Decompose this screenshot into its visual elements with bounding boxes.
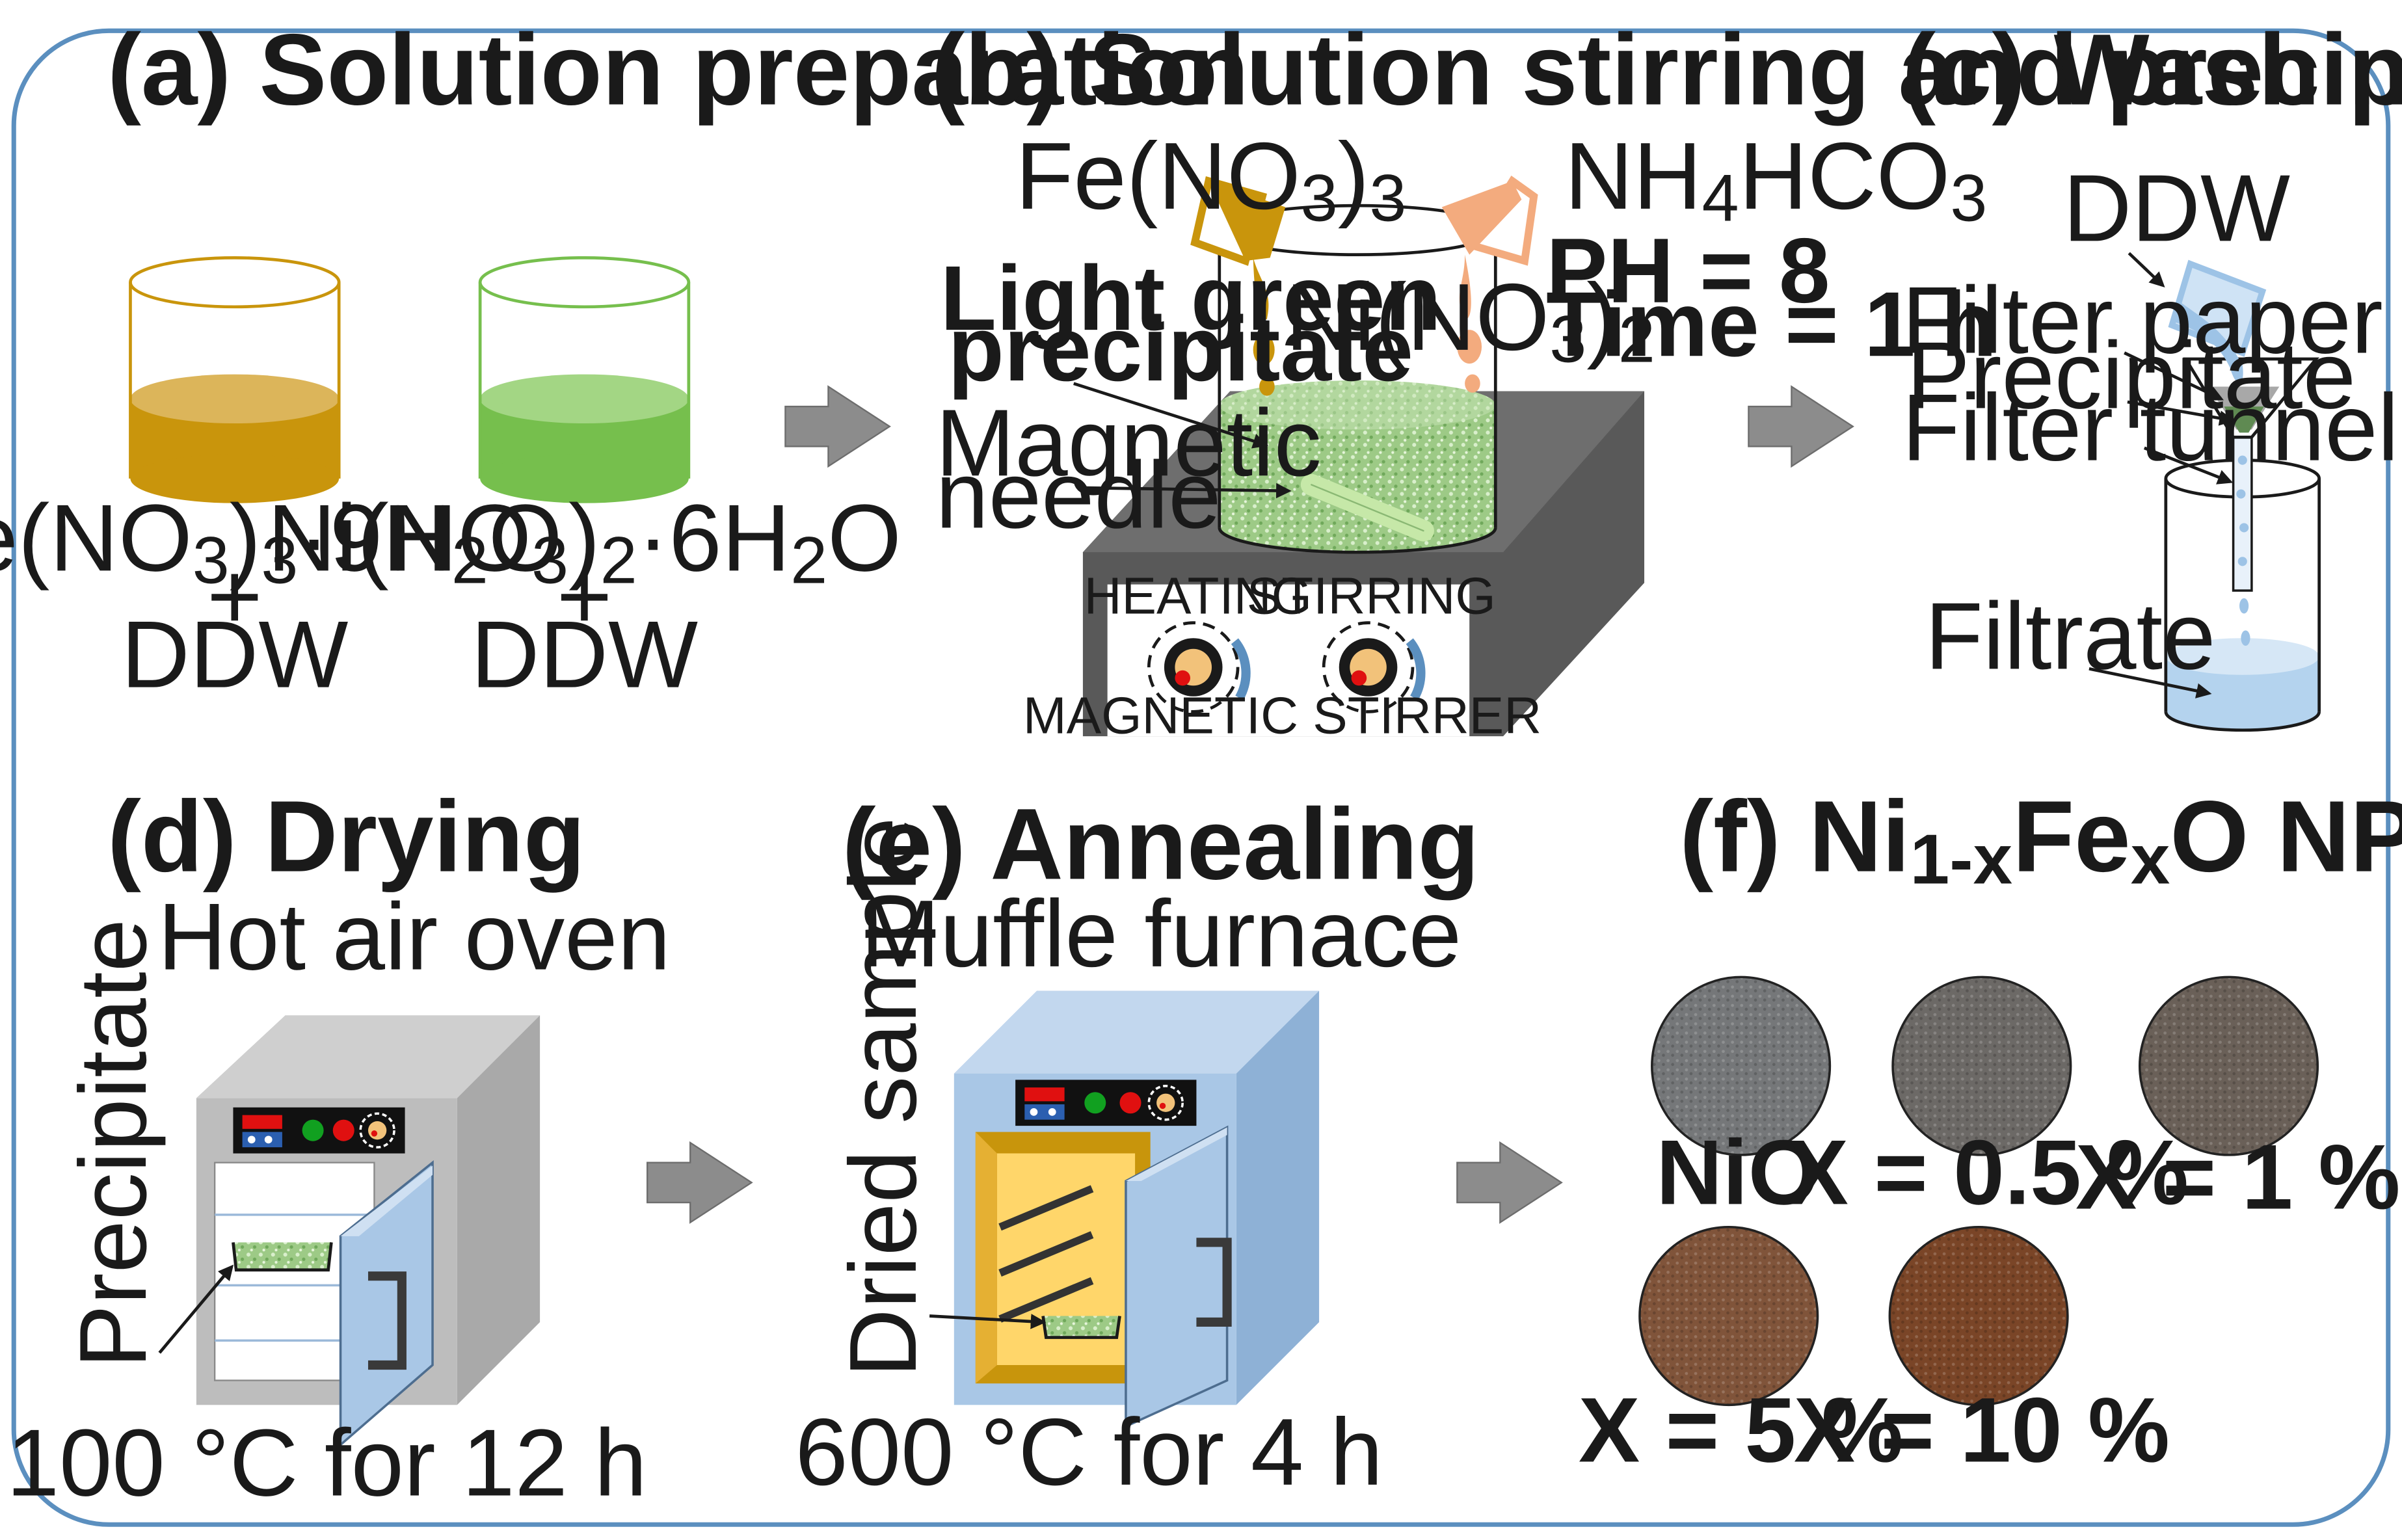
precipitate-label: Precipitate [1906,322,2356,428]
ni-nitrate-reagent: Ni(NO3)2 [1285,264,1655,377]
panel-d-title: (d) Drying [107,780,585,893]
sample-label-x1: X = 1 % [2075,1125,2400,1228]
fe-nitrate-formula: Fe(NO3)3·9H2O [0,485,563,597]
ddw-pointer [2128,252,2165,288]
precipitation-beaker [1218,204,1497,554]
oven-sample-pointer [158,1264,234,1354]
nh4-pour-container [1441,175,1538,393]
filter-paper-label: Filter paper [1902,267,2382,373]
panel-b-title: (b) Solution stirring and precipitation [931,13,2402,126]
panel-e-title: (e) Annealing [842,787,1480,900]
annealing-condition: 600 °C for 4 h [795,1399,1383,1505]
sample-label-nio: NiO [1656,1121,1820,1223]
sample-photo-x10 [1888,1225,2069,1407]
oven-label: Hot air oven [158,884,671,990]
red-indicator-icon [1119,1092,1141,1114]
furnace-sample-label: Dried sample [830,817,936,1377]
panel-f-title: (f) Ni1-xFexO NPs [1679,780,2402,899]
precipitate-pointer [1073,382,1269,449]
sample-label-x0-5: X = 0.5 % [1787,1121,2189,1223]
washing-setup [2164,259,2321,732]
sample-label-x5: X = 5 % [1579,1379,1903,1481]
red-indicator-icon [332,1119,354,1141]
stirring-label: STIRRING [1247,566,1496,624]
needle-label-line2: needle [936,442,1221,548]
ni-nitrate-solvent: DDW [471,602,698,708]
oven-knob-icon [359,1112,395,1148]
furnace-knob-icon [1147,1085,1184,1121]
process-arrow-icon [646,1141,753,1224]
fe-nitrate-reagent: Fe(NO3)3 [1015,123,1406,235]
panel-c-title: (c) Washing [1902,13,2402,126]
sample-label-x10: X = 10 % [1794,1379,2170,1481]
sample-photo-x5 [1638,1225,1819,1407]
oven-sample-label: Precipitate [60,919,166,1368]
time-condition: Time = 1 h [1546,272,1997,375]
ni-nitrate-beaker [478,256,691,503]
precipitate-label-line2: precipitate [948,297,1413,400]
heating-knob-icon [1147,621,1251,713]
ni-nitrate-plus: + [557,543,612,649]
outer-frame [11,28,2391,1527]
fe-nitrate-plus: + [207,543,262,649]
process-arrow-icon [784,385,891,468]
needle-pointer [1084,483,1292,499]
heating-label: HEATING [1084,566,1312,624]
precipitate-tray [232,1242,333,1272]
furnace-label: Muffle furnace [861,881,1461,987]
filter-paper-pointer [2124,351,2224,401]
ph-condition: PH = 8 [1546,219,1830,322]
filtrate-label: Filtrate [1925,583,2216,689]
green-indicator-icon [302,1119,324,1141]
fe-nitrate-solvent: DDW [121,602,348,708]
precipitate-label-line1: Light green [941,246,1441,349]
ddw-label: DDW [2063,155,2290,261]
precipitate-pointer [2127,400,2235,426]
sample-photo-nio [1651,976,1832,1156]
drying-condition: 100 °C for 12 h [7,1409,647,1515]
panel-a-title: (a) Solution preparation [107,13,1249,126]
filter-tunnel-label: Filter tunnel [1902,375,2399,481]
nh4hco3-reagent: NH4HCO3 [1564,123,1987,235]
fe-nitrate-beaker [129,256,341,503]
magnetic-stirrer-label: MAGNETIC STIRRER [1023,685,1541,744]
sample-photo-x1 [2138,976,2319,1156]
muffle-furnace [954,990,1320,1429]
filtrate-pointer [2088,667,2212,698]
sample-photo-x0-5 [1891,976,2072,1156]
green-indicator-icon [1084,1092,1106,1114]
dried-sample-tray [1041,1316,1121,1339]
process-arrow-icon [1748,385,1854,468]
tunnel-pointer [2143,446,2234,485]
process-arrow-icon [1456,1141,1563,1224]
fe-pour-container [1190,176,1286,396]
hot-air-oven [196,1015,540,1448]
ni-nitrate-formula: Ni(NO3)2·6H2O [267,485,901,597]
furnace-sample-pointer [929,1314,1047,1329]
